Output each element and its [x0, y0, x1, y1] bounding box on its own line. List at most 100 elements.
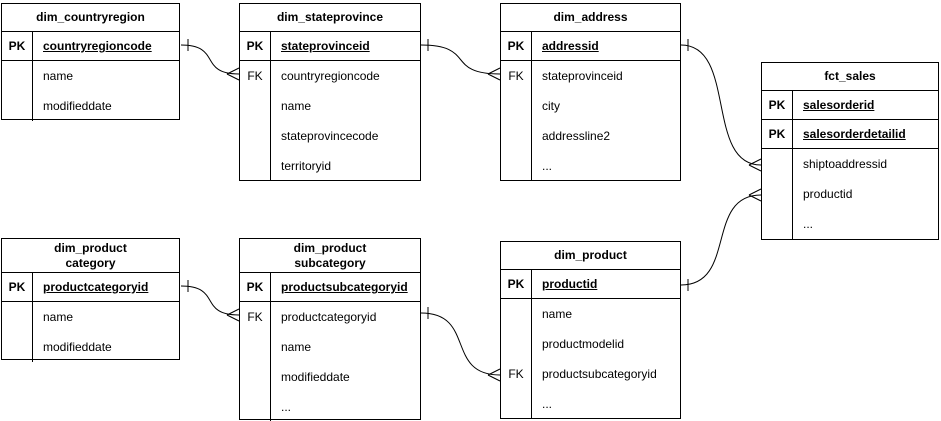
field-name: ...: [542, 159, 553, 173]
field-name: name: [542, 307, 573, 321]
entity-row: modifieddate: [240, 362, 420, 392]
field-name: countryregioncode: [43, 39, 152, 53]
entity-row: city: [501, 91, 680, 121]
key-cell: [240, 151, 271, 181]
relationship-line: [420, 44, 501, 75]
entity-row: stateprovincecode: [240, 121, 420, 151]
field-name: productmodelid: [542, 337, 625, 351]
entity-row: FK productcategoryid: [240, 302, 420, 332]
key-cell: PK: [501, 270, 532, 298]
key-cell: PK: [240, 32, 271, 60]
entity-row: name: [2, 61, 179, 91]
entity-row: PK productsubcategoryid: [240, 273, 420, 302]
entity-row: ...: [762, 209, 938, 239]
key-cell: [2, 91, 33, 121]
key-cell: PK: [501, 32, 532, 60]
entity-title: dim_address: [501, 4, 680, 32]
entity-row: name: [2, 302, 179, 332]
entity-row: name: [240, 332, 420, 362]
entity-title: fct_sales: [762, 63, 938, 91]
field-name: productid: [803, 187, 853, 201]
entity-row: PK salesorderid: [762, 91, 938, 120]
field-name: territoryid: [281, 159, 332, 173]
entity-row: territoryid: [240, 151, 420, 181]
key-cell: [762, 179, 793, 209]
entity-row: ...: [501, 151, 680, 181]
field-name: name: [43, 310, 74, 324]
field-name: ...: [803, 217, 814, 231]
key-cell: [501, 389, 532, 419]
entity-row: productmodelid: [501, 329, 680, 359]
entity-row: name: [501, 299, 680, 329]
field-name: stateprovinceid: [542, 69, 623, 83]
relationship: [180, 280, 240, 322]
crows-foot-marker: [226, 67, 240, 81]
key-cell: FK: [501, 359, 532, 389]
key-cell: [2, 61, 33, 91]
field-name: name: [281, 99, 312, 113]
entity-row: addressline2: [501, 121, 680, 151]
field-name: salesorderid: [803, 98, 875, 112]
relationship-line: [180, 285, 240, 316]
field-name: shiptoaddressid: [803, 157, 888, 171]
key-cell: PK: [762, 91, 793, 119]
key-cell: [2, 332, 33, 362]
key-cell: PK: [2, 32, 33, 60]
key-cell: FK: [240, 302, 271, 332]
entity-row: PK countryregioncode: [2, 32, 179, 61]
key-cell: [501, 151, 532, 181]
field-name: productid: [542, 277, 598, 291]
key-cell: [501, 329, 532, 359]
entity-row: PK stateprovinceid: [240, 32, 420, 61]
crows-foot-marker: [487, 368, 501, 382]
key-cell: [240, 392, 271, 421]
entity-row: modifieddate: [2, 332, 179, 362]
field-name: name: [43, 69, 74, 83]
field-name: productcategoryid: [281, 310, 377, 324]
field-name: name: [281, 340, 312, 354]
relationship-line: [680, 194, 762, 286]
relationship: [680, 188, 762, 291]
field-name: productsubcategoryid: [281, 280, 408, 294]
relationship: [420, 307, 501, 382]
crows-foot-marker: [748, 188, 762, 202]
field-name: productsubcategoryid: [542, 367, 657, 381]
entity-row: modifieddate: [2, 91, 179, 121]
key-cell: PK: [240, 273, 271, 301]
field-name: stateprovinceid: [281, 39, 370, 53]
entity-title: dim_product category: [2, 239, 179, 273]
field-name: salesorderdetailid: [803, 127, 906, 141]
key-cell: PK: [2, 273, 33, 301]
entity-row: productid: [762, 179, 938, 209]
field-name: ...: [542, 397, 553, 411]
relationship-line: [680, 44, 762, 166]
key-cell: [501, 121, 532, 151]
field-name: modifieddate: [281, 370, 350, 384]
entity-title: dim_product: [501, 242, 680, 270]
field-name: modifieddate: [43, 340, 112, 354]
relationship-line: [180, 44, 240, 75]
crows-foot-marker: [487, 67, 501, 81]
key-cell: [2, 302, 33, 332]
key-cell: [240, 121, 271, 151]
crows-foot-marker: [748, 158, 762, 172]
entity-row: FK productsubcategoryid: [501, 359, 680, 389]
entity-row: ...: [501, 389, 680, 419]
key-cell: [762, 149, 793, 179]
field-name: modifieddate: [43, 99, 112, 113]
key-cell: FK: [501, 61, 532, 91]
entity-row: PK productid: [501, 270, 680, 299]
key-cell: [240, 91, 271, 121]
